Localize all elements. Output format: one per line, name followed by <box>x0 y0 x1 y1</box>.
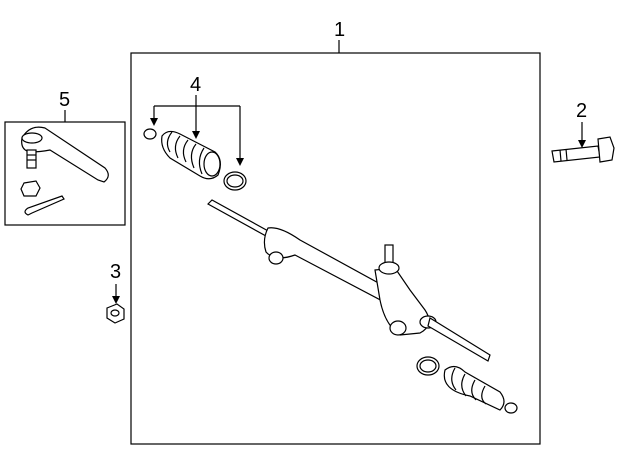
steering-gear-assembly-frame <box>130 52 541 445</box>
steering-rack <box>207 199 491 362</box>
cotter-pin <box>24 195 65 216</box>
nut <box>20 180 41 197</box>
callout-5: 5 <box>59 89 71 111</box>
lock-nut <box>106 303 125 324</box>
small-clamp-upper <box>143 128 157 140</box>
leader-line-4 <box>150 95 244 166</box>
dust-boot-upper <box>161 130 221 180</box>
large-clamp-lower <box>416 356 440 376</box>
arrow-3 <box>112 296 120 304</box>
callout-3: 3 <box>110 261 122 283</box>
small-clamp-lower <box>504 402 518 414</box>
bolt <box>551 136 615 163</box>
callout-2: 2 <box>576 100 588 122</box>
large-clamp-upper <box>223 171 247 191</box>
tie-rod-end <box>21 126 109 183</box>
arrow-2 <box>578 140 586 148</box>
callout-1: 1 <box>334 19 346 41</box>
dust-boot-lower <box>443 365 505 411</box>
callout-4: 4 <box>190 74 202 96</box>
